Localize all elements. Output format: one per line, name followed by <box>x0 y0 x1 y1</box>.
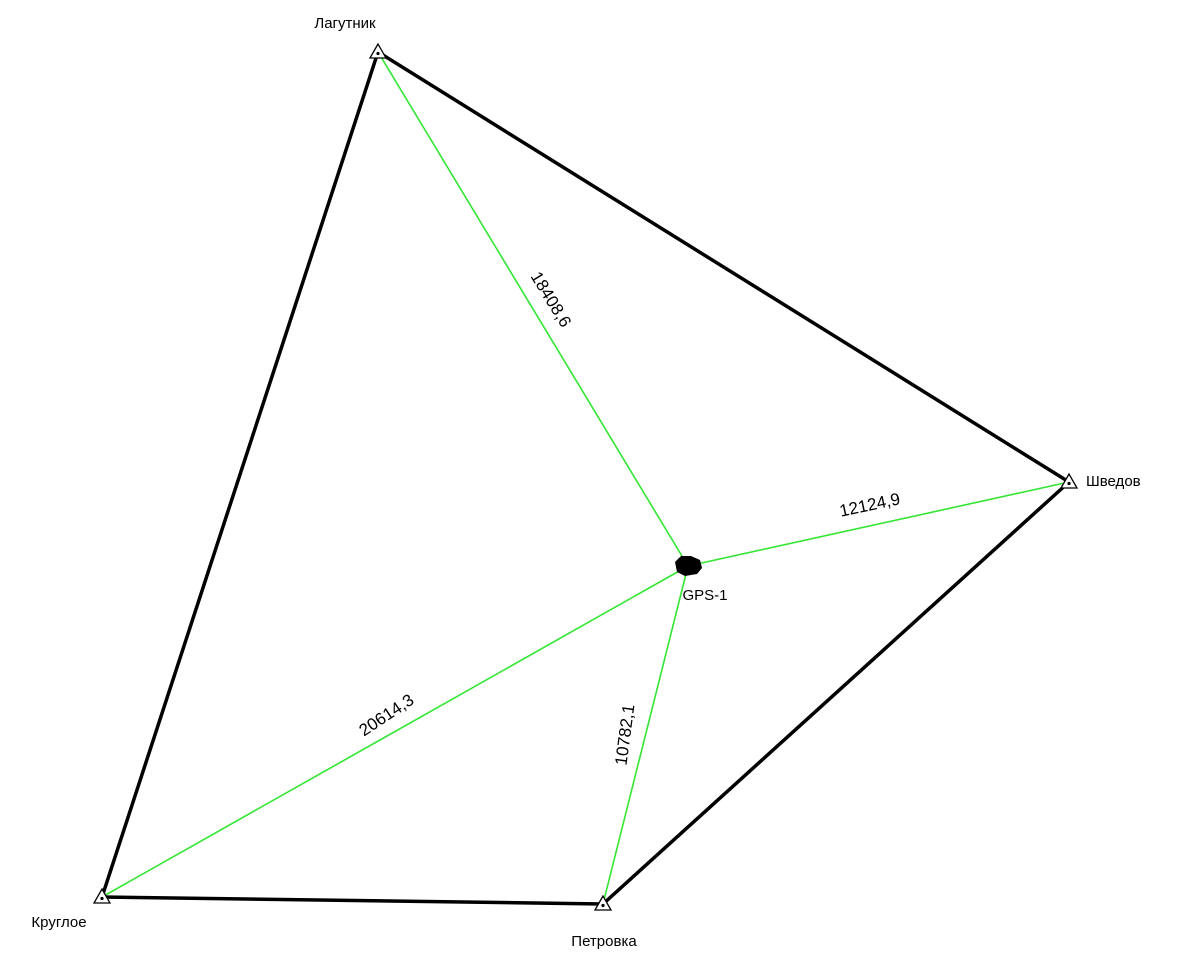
triangle-station-icon <box>92 887 112 904</box>
station-name-krugloe: Круглое <box>31 914 86 931</box>
frame-edge-petrovka-krugloe <box>100 895 605 906</box>
gps-point <box>675 556 702 576</box>
station-name-lagutnik: Лагутник <box>314 15 376 32</box>
gps-edge-krugloe <box>101 565 689 898</box>
station-shvedov <box>1059 472 1079 489</box>
frame-edges-layer <box>100 50 1071 906</box>
station-name-petrovka: Петровка <box>571 933 637 950</box>
frame-edge-shvedov-petrovka <box>601 480 1071 906</box>
distance-label-shvedov: 12124,9 <box>838 489 902 520</box>
gps-point-name: GPS-1 <box>682 587 727 604</box>
station-lagutnik <box>368 42 388 59</box>
triangle-station-icon <box>593 894 613 911</box>
frame-edge-lagutnik-shvedov <box>376 50 1071 484</box>
triangle-station-icon <box>368 42 388 59</box>
triangle-station-icon <box>1059 472 1079 489</box>
station-petrovka <box>593 894 613 911</box>
distance-label-lagutnik: 18408,6 <box>527 268 575 330</box>
gps-edge-shvedov <box>687 481 1070 567</box>
distance-label-petrovka: 10782,1 <box>612 703 639 766</box>
filled-point-icon <box>675 556 702 576</box>
markers-layer <box>92 42 1079 911</box>
distance-label-krugloe: 20614,3 <box>356 690 418 740</box>
station-krugloe <box>92 887 112 904</box>
frame-edge-krugloe-lagutnik <box>100 50 380 899</box>
station-name-shvedov: Шведов <box>1086 473 1141 490</box>
gps-edges-layer <box>101 51 1070 905</box>
distance-labels-layer: 18408,6 12124,9 20614,3 10782,1 <box>356 268 902 766</box>
gps-edge-lagutnik <box>377 51 689 567</box>
gps-edge-petrovka <box>602 565 689 905</box>
